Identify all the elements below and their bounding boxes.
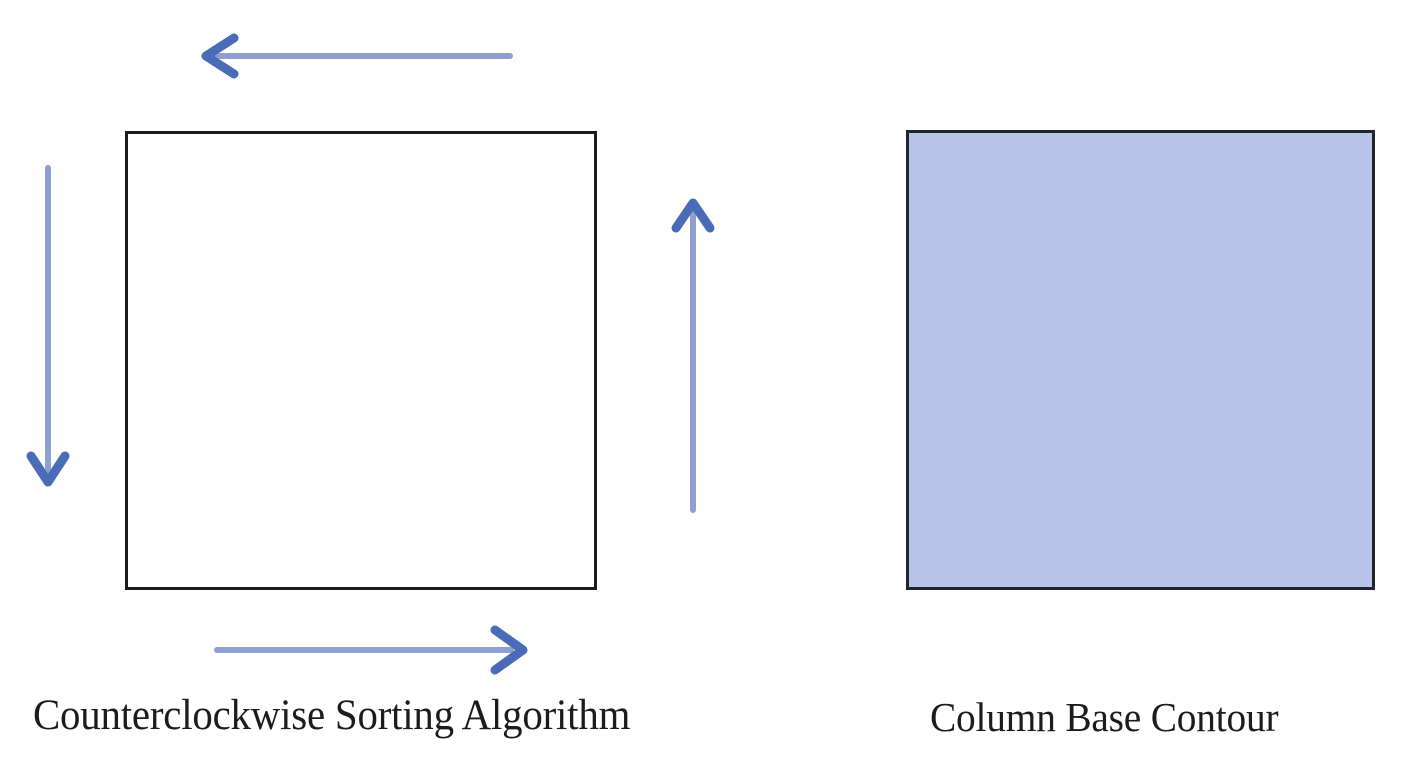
left-arrow-down-icon bbox=[26, 165, 70, 487]
caption-counterclockwise-sorting-algorithm: Counterclockwise Sorting Algorithm bbox=[33, 692, 631, 739]
panel-counterclockwise: Counterclockwise Sorting Algorithm bbox=[26, 33, 715, 739]
square-filled-shape bbox=[906, 130, 1375, 590]
bottom-arrow-right-icon bbox=[214, 625, 528, 675]
top-arrow-left-icon bbox=[201, 33, 513, 79]
panel-column-base-contour: Column Base Contour bbox=[800, 0, 1413, 780]
right-arrow-up-icon bbox=[671, 198, 715, 513]
caption-column-base-contour: Column Base Contour bbox=[930, 694, 1279, 740]
square-outline-shape bbox=[125, 131, 597, 590]
